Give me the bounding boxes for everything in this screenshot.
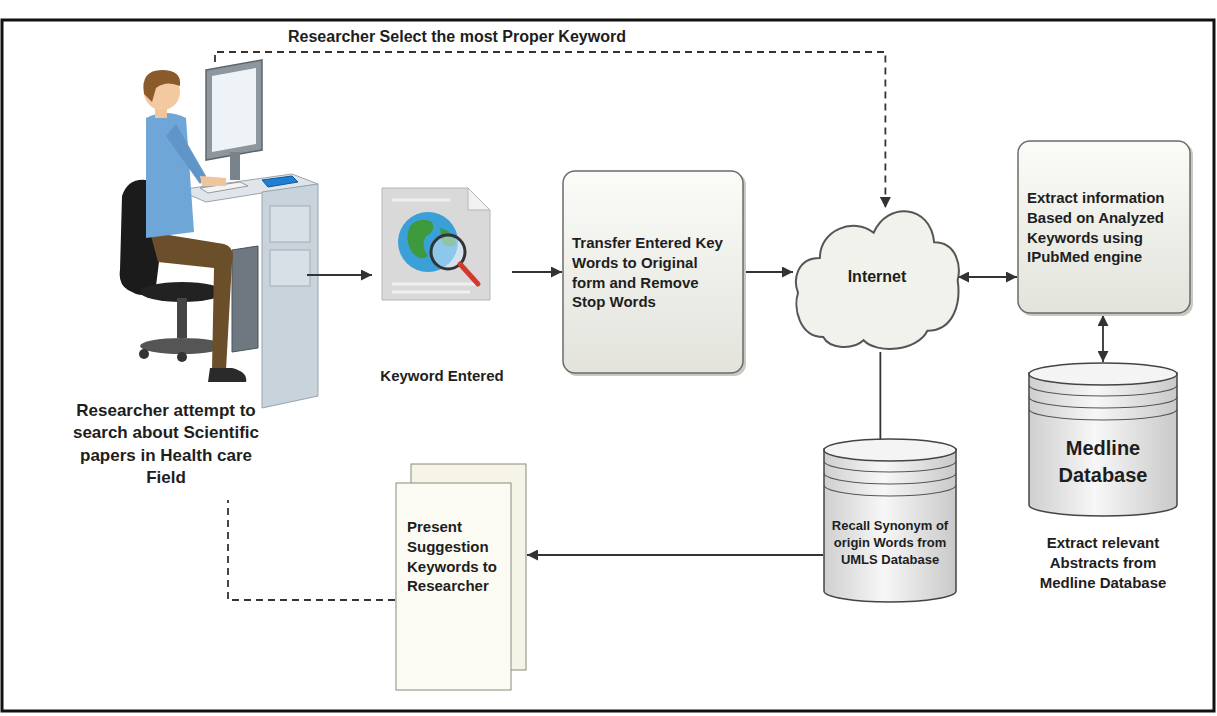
outer-frame (2, 20, 1214, 711)
node-body: Extract information Based on Analyzed Ke… (1017, 140, 1192, 315)
node-body: Researcher attempt to search about Scien… (25, 62, 307, 500)
document-stack: Present Suggestion Keywords to Researche… (395, 463, 527, 691)
node-outline (395, 463, 527, 691)
desk-drawer (270, 206, 310, 242)
process-box: Extract information Based on Analyzed Ke… (1017, 140, 1192, 315)
arrow-connector (512, 271, 562, 273)
cylinder-body (824, 449, 956, 602)
dashed-connector (215, 52, 885, 208)
arrow-connector (745, 271, 793, 273)
page (382, 188, 490, 300)
cylinder-body (1029, 373, 1177, 516)
shoe (208, 368, 246, 382)
dashed-connector (228, 500, 395, 600)
process-box: Transfer Entered Key Words to Original f… (562, 170, 745, 375)
arm (166, 124, 206, 184)
node-outline (562, 170, 745, 375)
page-fold (468, 188, 490, 210)
node-body: Internet (793, 198, 961, 356)
cylinder-ring (1029, 385, 1177, 396)
node-body: Medline Database (1028, 362, 1178, 517)
cylinder-ring (824, 461, 956, 472)
node-body: Present Suggestion Keywords to Researche… (395, 463, 527, 691)
cylinder-ring (1029, 397, 1177, 408)
cylinder-top (824, 439, 956, 461)
arrow-connector (1102, 315, 1104, 362)
search-document-icon (392, 199, 450, 202)
cylinder-ring (824, 473, 956, 484)
desk-panel (262, 184, 318, 408)
node-caption: Extract relevant Abstracts from Medline … (1028, 533, 1178, 592)
pc-tower (232, 246, 258, 352)
node-text: Transfer Entered Key Words to Original f… (572, 233, 735, 312)
box-outline (563, 171, 743, 373)
node-text: Internet (848, 266, 907, 287)
chair-base (140, 338, 224, 354)
magnifier-handle (460, 264, 478, 284)
cylinder-ring (1029, 409, 1177, 420)
search-document-icon (392, 291, 470, 294)
researcher-illustration (177, 352, 187, 362)
node-outline (1017, 140, 1192, 315)
node-body: Transfer Entered Key Words to Original f… (562, 170, 745, 375)
desk-drawer (270, 250, 310, 286)
node-text: Keyword Entered (380, 366, 503, 386)
node-body: Keyword Entered (372, 188, 512, 388)
researcher-illustration (139, 349, 149, 359)
arrow-connector (307, 274, 372, 276)
front-page (396, 483, 511, 690)
monitor-screen (212, 68, 256, 152)
researcher-figure: Researcher attempt to search about Scien… (25, 62, 307, 500)
cylinder-top (1029, 363, 1177, 385)
node-text: Extract information Based on Analyzed Ke… (1027, 188, 1182, 267)
box-outline (1018, 141, 1190, 313)
monitor (206, 60, 262, 160)
cloud-outline (796, 211, 959, 349)
node-text: Medline Database (1034, 435, 1172, 488)
book (262, 176, 298, 187)
keyword-document: Keyword Entered (372, 188, 512, 388)
node-text: Present Suggestion Keywords to Researche… (407, 517, 503, 596)
continent (407, 220, 433, 259)
arrow-connector (527, 554, 823, 556)
search-document-icon (382, 188, 490, 300)
internet-cloud: Internet (793, 198, 961, 356)
search-document-icon (392, 283, 480, 286)
hand (200, 176, 226, 186)
monitor-stand (230, 152, 240, 180)
search-document-icon (392, 200, 480, 292)
leg (150, 232, 233, 370)
arrow-connector (879, 352, 881, 440)
researcher-illustration (120, 60, 318, 408)
cylinder-ring (824, 485, 956, 496)
hair (143, 70, 180, 102)
database-cylinder: Recall Synonym of origin Words from UMLS… (823, 438, 957, 603)
chair-post (177, 298, 187, 338)
node-text: Researcher attempt to search about Scien… (72, 400, 260, 490)
database-cylinder: Medline DatabaseExtract relevant Abstrac… (1028, 362, 1178, 592)
edge-label: Researcher Select the most Proper Keywor… (285, 28, 629, 46)
node-text: Recall Synonym of origin Words from UMLS… (831, 517, 949, 568)
arrow-connector (958, 276, 1017, 278)
node-body: Recall Synonym of origin Words from UMLS… (823, 438, 957, 603)
